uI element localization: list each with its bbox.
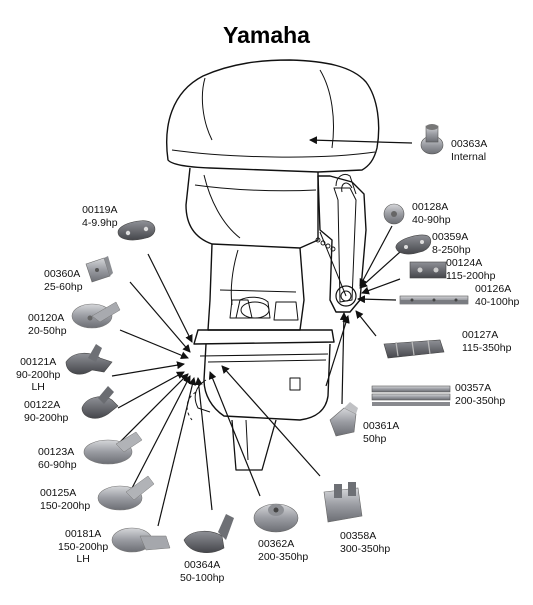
part-code: 00119A: [82, 204, 118, 216]
part-code: 00360A: [44, 268, 81, 280]
diagram-title: Yamaha: [223, 22, 310, 48]
bar-anode-icon: [117, 220, 156, 241]
part-code: 00123A: [38, 446, 75, 458]
part-spec: 50-100hp: [180, 571, 225, 584]
part-code: 00124A: [446, 257, 483, 269]
bar-anode-icon: [383, 339, 445, 359]
label-00127A: 00127A 115-350hp: [462, 329, 511, 354]
trim-tab-anode-icon: [65, 344, 113, 375]
part-code: 00359A: [432, 231, 469, 243]
block-anode-icon: [409, 261, 447, 279]
part-code: 00122A: [24, 399, 61, 411]
part-spec: 25-60hp: [44, 280, 83, 293]
part-code: 00121A: [20, 356, 57, 368]
label-00362A: 00362A 200-350hp: [258, 538, 308, 563]
part-code: 00362A: [258, 538, 295, 550]
bar-anode-icon: [399, 295, 469, 305]
part-code: 00358A: [340, 530, 377, 542]
part-spec: 50hp: [363, 432, 387, 445]
trim-tab-anode-icon: [81, 386, 119, 419]
button-anode-icon: [383, 203, 405, 225]
part-spec: 60-90hp: [38, 458, 77, 471]
trim-tab-anode-icon: [111, 527, 171, 553]
lower-cowl: [185, 167, 319, 249]
label-00124A: 00124A 115-200hp: [446, 257, 495, 282]
label-00363A: 00363A Internal: [451, 138, 487, 163]
part-code: 00127A: [462, 329, 499, 341]
label-00357A: 00357A 200-350hp: [455, 382, 505, 407]
pointer-arrows: [111, 136, 413, 527]
part-code: 00126A: [475, 283, 512, 295]
label-00358A: 00358A 300-350hp: [340, 530, 390, 555]
part-spec: 40-100hp: [475, 295, 520, 308]
bar-anode-icon: [395, 234, 432, 255]
part-code: 00361A: [363, 420, 400, 432]
part-code: 00120A: [28, 312, 65, 324]
block-anode-icon: [323, 482, 363, 523]
part-spec-extra: LH: [76, 553, 90, 565]
engine-cowling: [166, 59, 380, 173]
part-spec: 115-200hp: [446, 269, 496, 282]
label-00123A: 00123A 60-90hp: [38, 446, 77, 471]
drive-shaft-housing: [207, 243, 305, 331]
label-00359A: 00359A 8-250hp: [432, 231, 471, 256]
label-00181A: 00181A 150-200hp LH: [58, 528, 108, 566]
trim-tab-anode-icon: [83, 431, 143, 465]
part-spec: 4-9.9hp: [82, 216, 118, 229]
trim-tab-anode-icon: [71, 301, 121, 329]
outboard-engine-outline: [166, 59, 380, 471]
cylinder-anode-icon: [420, 124, 444, 155]
label-00121A: 00121A 90-200hp LH: [16, 356, 60, 394]
label-00119A: 00119A 4-9.9hp: [82, 204, 118, 229]
part-code: 00357A: [455, 382, 492, 394]
trim-tab-anode-icon: [183, 514, 234, 553]
bar-anode-icon: [371, 385, 451, 406]
part-spec: 40-90hp: [412, 213, 451, 226]
part-spec: 300-350hp: [340, 542, 391, 555]
trim-tab-anode-icon: [97, 475, 155, 511]
label-00128A: 00128A 40-90hp: [412, 201, 451, 226]
part-code: 00125A: [40, 487, 77, 499]
part-spec: 90-200hp: [24, 411, 69, 424]
part-spec: 150-200hp: [58, 540, 109, 553]
label-00122A: 00122A 90-200hp: [24, 399, 68, 424]
part-spec: 20-50hp: [28, 324, 67, 337]
part-spec-extra: LH: [31, 381, 45, 393]
part-spec: 8-250hp: [432, 243, 471, 256]
part-spec: 150-200hp: [40, 499, 91, 512]
label-00126A: 00126A 40-100hp: [475, 283, 519, 308]
cone-anode-icon: [253, 503, 299, 533]
part-code: 00364A: [184, 559, 221, 571]
part-spec: 90-200hp: [16, 368, 61, 381]
part-code: 00181A: [65, 528, 102, 540]
transom-bracket: [317, 175, 367, 313]
part-spec: 200-350hp: [455, 394, 506, 407]
label-00361A: 00361A 50hp: [363, 420, 399, 445]
part-spec: 115-350hp: [462, 341, 512, 354]
cavitation-plate: [193, 329, 335, 345]
block-anode-icon: [329, 402, 358, 437]
label-00120A: 00120A 20-50hp: [28, 312, 67, 337]
skeg: [231, 419, 277, 471]
label-00364A: 00364A 50-100hp: [180, 559, 224, 584]
part-spec: Internal: [451, 150, 487, 163]
part-code: 00363A: [451, 138, 488, 150]
gearcase: [203, 343, 331, 421]
label-00360A: 00360A 25-60hp: [44, 268, 83, 293]
block-anode-icon: [85, 256, 113, 283]
label-00125A: 00125A 150-200hp: [40, 487, 90, 512]
part-code: 00128A: [412, 201, 449, 213]
part-spec: 200-350hp: [258, 550, 309, 563]
